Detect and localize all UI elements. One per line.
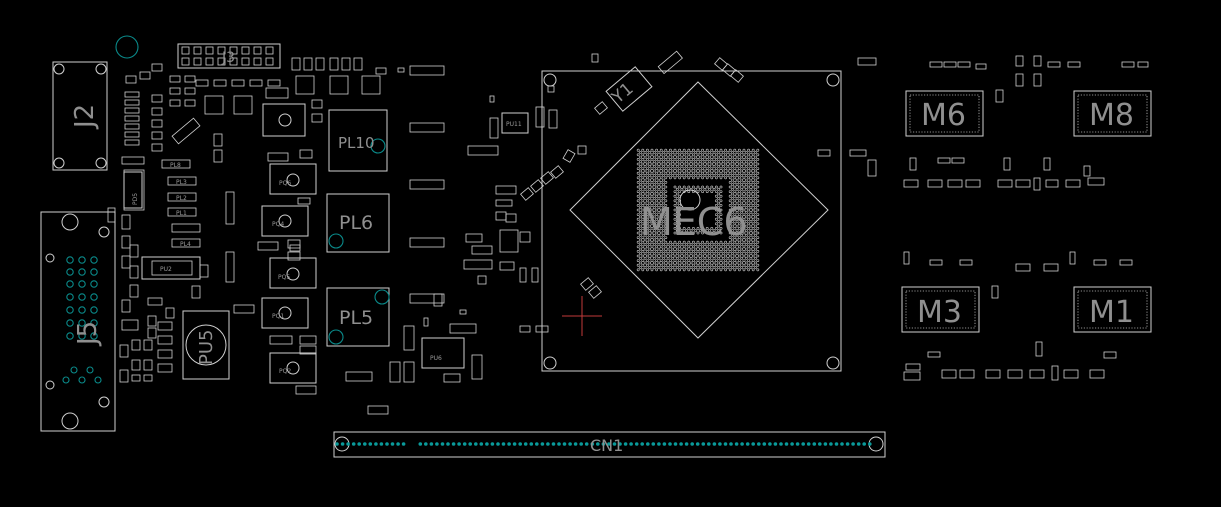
pq1-label: PQ1 [272,313,284,320]
j5-label: J5 [73,321,103,347]
pl6-label: PL6 [339,212,373,234]
j3-label: J3 [221,50,235,66]
memory-m1[interactable]: M1 [1073,286,1152,333]
passive-column-left [107,63,196,383]
diode-pair [191,79,301,314]
pl2-label: PL2 [176,195,187,202]
transistor-pq1-upper[interactable] [262,103,306,137]
m8-label: M8 [1089,98,1134,133]
crystal-caps [520,50,744,299]
pq5-label: PQ5 [278,274,290,281]
pq4-label: PQ4 [272,221,284,228]
cn1-label: CN1 [590,436,623,455]
inductor-row: PL8 PL3 PL2 PL1 PL4 [161,159,201,248]
inductor-pl5[interactable]: PL5 [326,287,390,347]
transistor-pq1[interactable]: PQ1 [261,297,309,329]
pl8-label: PL8 [170,162,181,169]
j2-label: J2 [70,104,100,130]
connector-j2[interactable]: J2 [52,61,108,171]
inductor-pl6[interactable]: PL6 [326,193,390,253]
transistor-pq4[interactable]: PQ4 [261,205,309,237]
pq-passives [265,57,405,395]
crystal-y1[interactable]: Y1 [605,66,653,112]
memory-m6[interactable]: M6 [905,90,984,137]
pl4-label: PL4 [180,241,191,248]
pu11-label: PU11 [506,121,522,128]
mid-passives [459,53,599,333]
pl1-label: PL1 [176,210,187,217]
y1-label: Y1 [608,79,638,109]
pu5-label: PU5 [196,330,217,365]
memory-passives [903,55,1149,381]
inductor-pl10[interactable]: PL10 [328,109,388,172]
m1-label: M1 [1089,295,1134,330]
processor-mec6[interactable]: MEC6 [541,70,842,372]
pl10-label: PL10 [338,134,375,152]
pu6-label: PU6 [430,355,442,362]
component-diagonal-small [171,117,201,145]
transistor-pq6[interactable]: PQ6 [269,163,317,195]
pl3-label: PL3 [176,179,187,186]
m6-label: M6 [921,98,966,133]
component-pu5[interactable]: PU5 [182,310,230,380]
component-pu6[interactable]: PU6 [421,337,465,369]
pq6-label: PQ6 [279,180,291,187]
connector-j5[interactable]: J5 [40,211,116,432]
pu2-label: PU2 [160,266,172,273]
capacitor-column [345,65,483,415]
component-pd5[interactable]: PD5 [123,171,143,209]
cn1-pins [335,442,872,446]
component-pu11[interactable]: PU11 [501,112,529,134]
origin-marker [562,296,602,336]
m3-label: M3 [917,295,962,330]
transistor-pq2[interactable]: PQ2 [269,352,317,384]
memory-m3[interactable]: M3 [901,286,980,333]
pd5-label: PD5 [132,193,139,205]
mec6-label: MEC6 [640,200,748,244]
right-of-mec6-passives [817,57,877,177]
connector-j3[interactable]: J3 [115,35,281,69]
transistor-pq5[interactable]: PQ5 [269,257,317,289]
pq2-label: PQ2 [279,368,291,375]
component-pu2[interactable]: PU2 [141,256,201,280]
pl5-label: PL5 [339,307,373,329]
connector-cn1[interactable]: CN1 [333,431,886,458]
bga-ball-grid [636,148,760,272]
memory-m8[interactable]: M8 [1073,90,1152,137]
